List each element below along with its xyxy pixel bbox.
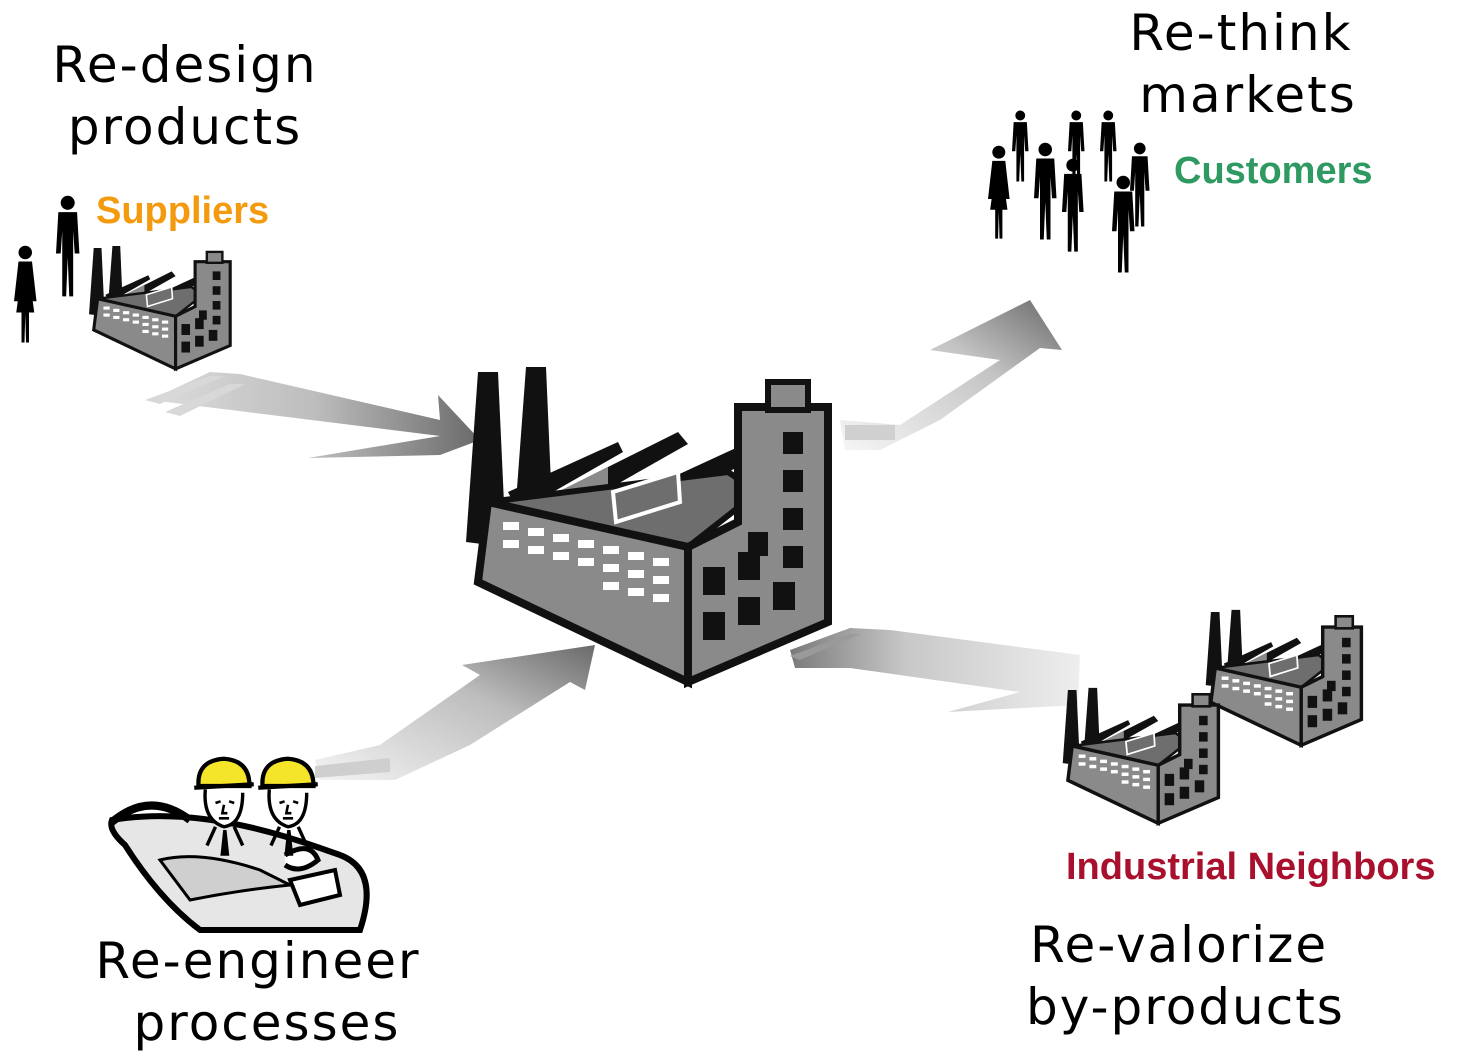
label-redesign-products: Re-design products xyxy=(30,34,340,158)
suppliers-factory-icon xyxy=(87,244,232,371)
customers-label: Customers xyxy=(1174,150,1373,192)
central-factory-icon xyxy=(466,367,828,682)
engineers-icon xyxy=(108,759,370,933)
arrow-factory-to-customers xyxy=(840,300,1062,450)
arrow-engineers-to-factory xyxy=(315,645,595,780)
industrial-neighbors-label: Industrial Neighbors xyxy=(1066,846,1436,888)
label-rethink-line1: Re-think xyxy=(1129,4,1353,62)
label-rethink-line2: markets xyxy=(1139,66,1357,124)
suppliers-label: Suppliers xyxy=(96,190,270,232)
label-reengineer-processes: Re-engineer processes xyxy=(68,930,448,1051)
label-reengineer-line1: Re-engineer xyxy=(95,932,421,990)
label-reengineer-line2: processes xyxy=(133,994,401,1051)
arrow-suppliers-to-factory xyxy=(145,372,480,458)
label-redesign-line1: Re-design xyxy=(52,36,318,94)
suppliers-people-icon xyxy=(14,195,80,343)
label-revalorize-byproducts: Re-valorize by-products xyxy=(1012,914,1392,1038)
neighbor-factory-front-icon xyxy=(1061,686,1221,826)
label-redesign-line2: products xyxy=(67,98,303,156)
neighbor-factory-back-icon xyxy=(1204,608,1364,748)
label-rethink-markets: Re-think markets xyxy=(1098,2,1398,126)
label-revalorize-line2: by-products xyxy=(1026,978,1345,1036)
customers-people-icon xyxy=(988,110,1150,273)
arrow-factory-to-neighbors xyxy=(790,628,1080,712)
label-revalorize-line1: Re-valorize xyxy=(1030,916,1329,974)
